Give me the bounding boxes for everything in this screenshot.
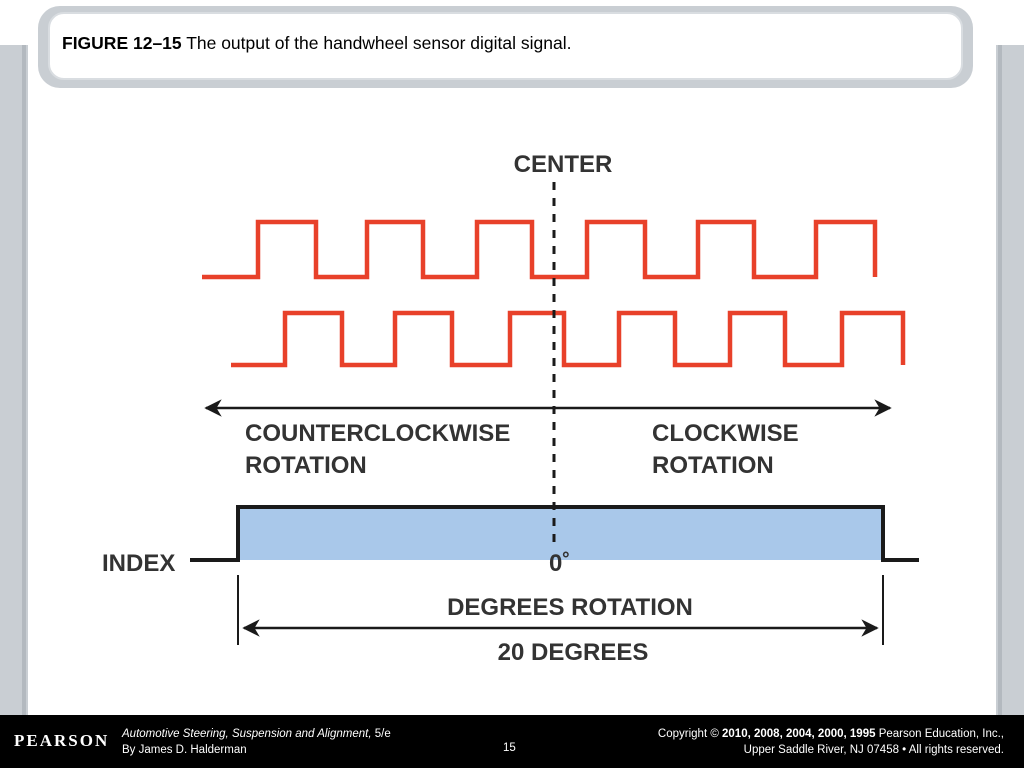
counterclockwise-label-line1: COUNTERCLOCKWISE <box>245 420 510 447</box>
index-pulse-line <box>190 505 919 562</box>
clockwise-label-line2: ROTATION <box>652 452 774 479</box>
signal-trace-a <box>202 219 878 280</box>
signal-trace-b <box>231 310 906 368</box>
zero-degree-label: 0˚ <box>549 550 570 577</box>
copyright-holder: Pearson Education, Inc., <box>875 728 1004 740</box>
handwheel-sensor-diagram: CENTER COUNTERCLOCKWISE ROTATION CLOCKWI… <box>102 151 919 666</box>
degrees-rotation-label: DEGREES ROTATION <box>447 594 693 621</box>
center-label: CENTER <box>514 151 613 178</box>
copyright-notice: Copyright © 2010, 2008, 2004, 2000, 1995… <box>658 726 1004 758</box>
slide-frame-left-inner <box>22 45 26 715</box>
book-credit: Automotive Steering, Suspension and Alig… <box>122 726 391 758</box>
figure-caption: FIGURE 12–15 The output of the handwheel… <box>62 33 571 54</box>
page-number: 15 <box>503 742 516 754</box>
book-author: By James D. Halderman <box>122 744 247 756</box>
copyright-address: Upper Saddle River, NJ 07458 • All right… <box>743 744 1004 756</box>
copyright-years: 2010, 2008, 2004, 2000, 1995 <box>722 728 876 740</box>
clockwise-label-line1: CLOCKWISE <box>652 420 799 447</box>
counterclockwise-label-line2: ROTATION <box>245 452 367 479</box>
slide-frame-right-inner <box>998 45 1002 715</box>
index-pulse-fill <box>238 507 883 560</box>
title-box <box>48 12 963 80</box>
twenty-degrees-label: 20 DEGREES <box>498 639 649 666</box>
figure-caption-text: The output of the handwheel sensor digit… <box>186 33 572 53</box>
copyright-prefix: Copyright © <box>657 728 723 740</box>
pearson-logo: PEARSON <box>14 731 110 750</box>
figure-number: FIGURE 12–15 <box>62 33 182 53</box>
book-title: Automotive Steering, Suspension and Alig… <box>122 728 372 740</box>
book-edition: 5/e <box>371 728 391 740</box>
slide-footer: PEARSON Automotive Steering, Suspension … <box>0 715 1024 768</box>
index-label: INDEX <box>102 550 175 577</box>
